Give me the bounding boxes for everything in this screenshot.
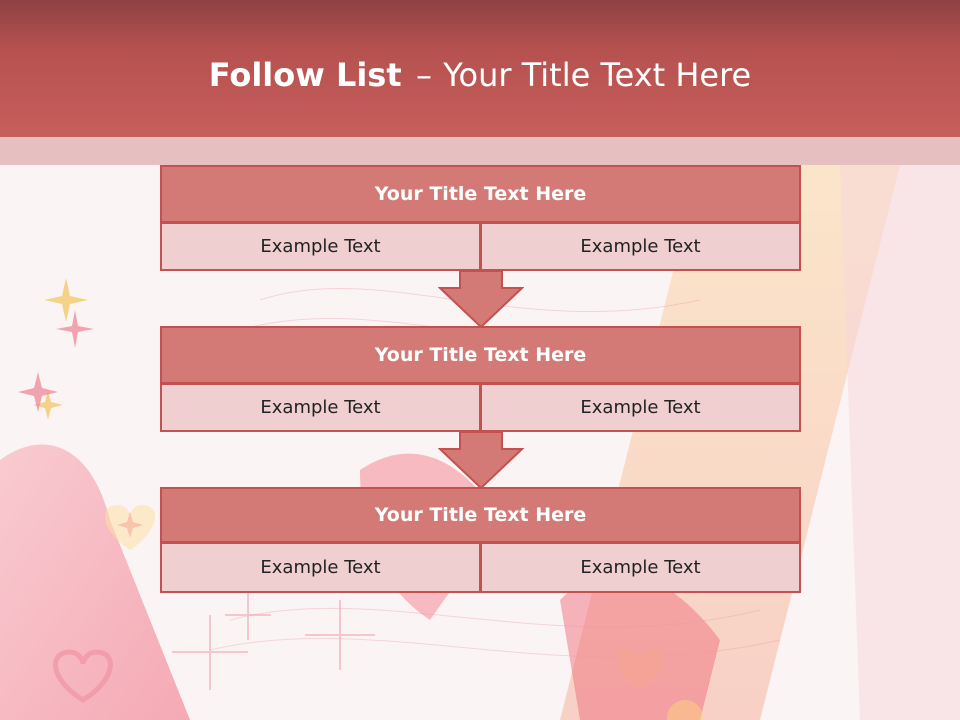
list-block-2: Your Title Text Here Example Text Exampl…	[160, 326, 801, 432]
slide-title-separator: –	[416, 56, 433, 94]
slide-title: Follow List–Your Title Text Here	[0, 52, 960, 98]
title-bar-band	[0, 137, 960, 165]
block-title: Your Title Text Here	[160, 487, 801, 543]
block-cell-right: Example Text	[480, 223, 801, 271]
list-block-3: Your Title Text Here Example Text Exampl…	[160, 487, 801, 593]
block-title: Your Title Text Here	[160, 326, 801, 384]
title-bar	[0, 0, 960, 137]
block-cell-left: Example Text	[160, 223, 481, 271]
block-cell-right: Example Text	[480, 384, 801, 432]
block-cell-right: Example Text	[480, 543, 801, 593]
list-block-1: Your Title Text Here Example Text Exampl…	[160, 165, 801, 271]
block-cell-left: Example Text	[160, 384, 481, 432]
down-arrow-icon	[438, 431, 524, 489]
slide-title-rest: Your Title Text Here	[443, 56, 752, 94]
down-arrow-icon	[438, 270, 524, 328]
block-title: Your Title Text Here	[160, 165, 801, 223]
block-cell-left: Example Text	[160, 543, 481, 593]
slide-title-bold: Follow List	[208, 56, 402, 94]
